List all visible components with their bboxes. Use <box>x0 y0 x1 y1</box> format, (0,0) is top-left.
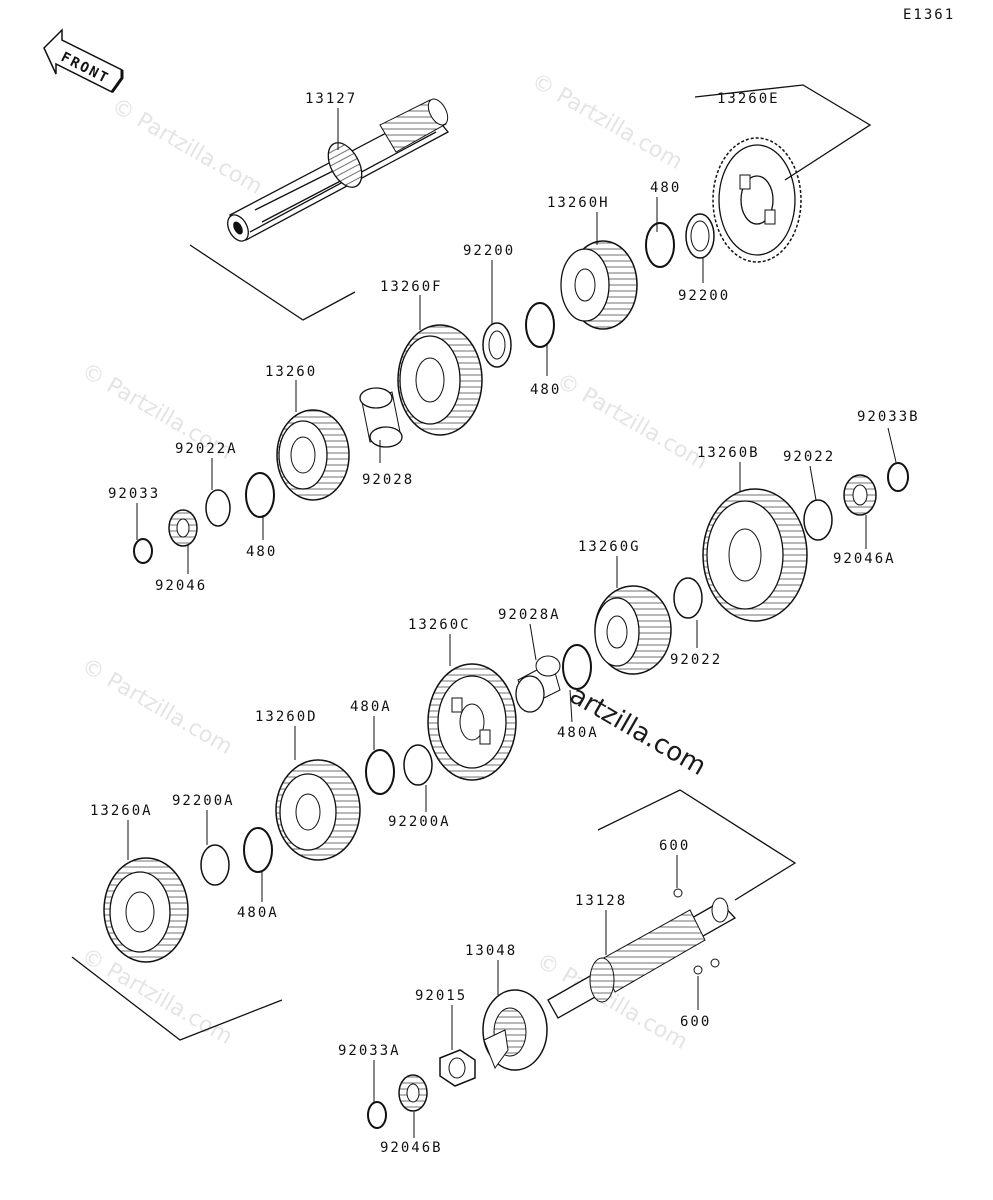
circlip-480 <box>525 302 555 348</box>
part-label: 92046B <box>380 1140 443 1156</box>
circlip-480 <box>645 222 675 268</box>
label-leaders <box>127 108 897 1138</box>
leader-line <box>694 84 872 181</box>
part-label: 13260B <box>697 445 760 461</box>
circlip-92033a <box>367 1101 387 1129</box>
sprocket-13048 <box>482 989 548 1071</box>
gear-13260d <box>275 759 361 861</box>
circlip-92033 <box>133 538 153 564</box>
part-label: 480A <box>557 725 599 741</box>
bushing-92028 <box>359 387 403 448</box>
part-label: 480A <box>350 699 392 715</box>
pin-600 <box>710 958 720 968</box>
output-shaft-13128 <box>547 897 737 1019</box>
part-label: 13260A <box>90 803 153 819</box>
part-label: 92200 <box>678 288 730 304</box>
washer-92200a <box>403 744 433 786</box>
part-label: 480 <box>530 382 561 398</box>
washer-92200a <box>200 844 230 886</box>
part-label: 13260C <box>408 617 471 633</box>
part-label: 92028 <box>362 472 414 488</box>
gear-13260c <box>427 663 517 781</box>
part-label: 13260G <box>578 539 641 555</box>
part-label: 480 <box>246 544 277 560</box>
part-label: 600 <box>680 1014 711 1030</box>
part-label: 92015 <box>415 988 467 1004</box>
washer-92022 <box>803 499 833 541</box>
leader-line <box>189 244 356 321</box>
nut-92015 <box>439 1049 476 1087</box>
part-label: 92046 <box>155 578 207 594</box>
part-labels: 13127 13260E 480 13260H 92200 92200 1326… <box>90 91 920 1156</box>
watermark: © Partzilla.com <box>552 369 712 476</box>
leader-line <box>71 956 283 1041</box>
gear-13260h <box>560 240 638 330</box>
circlip-480a <box>562 644 592 690</box>
part-label: 13127 <box>305 91 357 107</box>
diagram-code: E1361 <box>903 7 955 23</box>
front-arrow-icon: FRONT <box>43 28 124 93</box>
gear-13260g <box>594 585 672 675</box>
watermark: © Partzilla.com <box>77 654 237 761</box>
circlip-480 <box>245 472 275 518</box>
part-label: 480A <box>237 905 279 921</box>
part-label: 13260 <box>265 364 317 380</box>
gear-13260b <box>702 488 808 622</box>
part-label: 13260F <box>380 279 443 295</box>
bearing-92046a <box>843 474 877 516</box>
part-label: 92200A <box>388 814 451 830</box>
bushing-92028a <box>515 655 561 713</box>
leader-line <box>597 789 797 901</box>
gear-13260e <box>712 137 802 263</box>
part-label: 92033 <box>108 486 160 502</box>
gear-13260f <box>397 324 483 436</box>
part-label: 92200A <box>172 793 235 809</box>
part-label: 13128 <box>575 893 627 909</box>
washer-92022 <box>673 577 703 619</box>
part-label: 92022 <box>783 449 835 465</box>
circlip-480a <box>243 827 273 873</box>
watermark: © Partzilla.com <box>107 94 267 201</box>
part-label: 92046A <box>833 551 896 567</box>
part-label: 92033A <box>338 1043 401 1059</box>
gear-13260 <box>276 409 350 501</box>
washer-92022a <box>205 489 231 527</box>
part-label: 92022 <box>670 652 722 668</box>
drive-shaft-13127 <box>227 98 450 242</box>
part-label: 92022A <box>175 441 238 457</box>
circlip-480a <box>365 749 395 795</box>
part-label: 92033B <box>857 409 920 425</box>
part-label: 480 <box>650 180 681 196</box>
circlip-92033b <box>887 462 909 492</box>
bearing-92046b <box>398 1074 428 1112</box>
watermark: © Partzilla.com <box>527 69 687 176</box>
gear-13260a <box>103 857 189 963</box>
part-label: 13048 <box>465 943 517 959</box>
part-label: 600 <box>659 838 690 854</box>
part-label: 13260E <box>717 91 780 107</box>
bearing-92046 <box>168 509 198 547</box>
pin-600 <box>673 888 683 898</box>
part-label: 92200 <box>463 243 515 259</box>
part-label: 13260D <box>255 709 318 725</box>
part-label: 92028A <box>498 607 561 623</box>
pin-600 <box>693 965 703 975</box>
part-label: 13260H <box>547 195 610 211</box>
